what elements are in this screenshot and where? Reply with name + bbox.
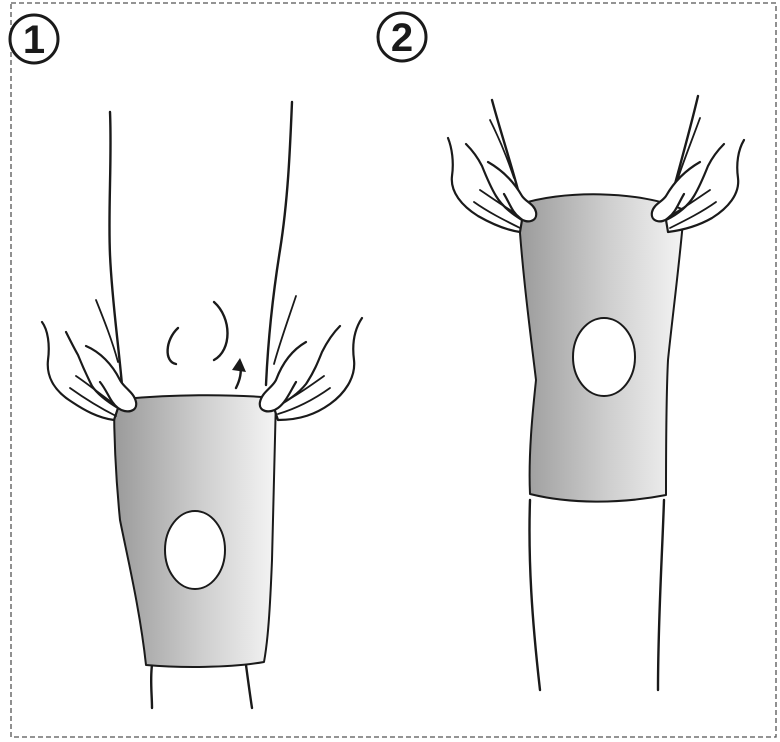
step-2-left-hand [448,120,536,232]
step-2-patella-opening [573,318,635,396]
step-1-left-hand [42,300,136,420]
step-1-number: 1 [23,18,45,62]
step-2-number: 2 [391,16,413,60]
step-1-skin-fold [168,302,228,364]
step-2-badge: 2 [378,13,426,61]
step-2-right-hand [652,118,744,232]
step-1-up-arrow-icon [232,358,246,388]
step-1-right-hand [260,296,362,420]
step-2-panel: 2 [378,13,744,690]
step-1-badge: 1 [10,15,58,63]
step-1-patella-opening [165,511,225,589]
step-1-panel: 1 [10,15,362,708]
